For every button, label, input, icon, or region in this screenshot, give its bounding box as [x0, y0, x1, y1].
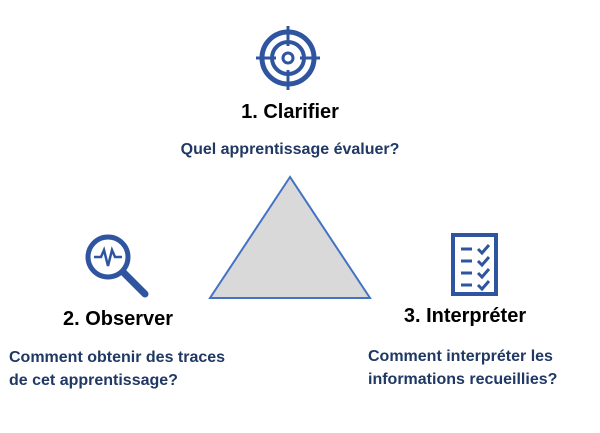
triangle — [208, 175, 372, 299]
step-1-title: 1. Clarifier — [241, 101, 339, 123]
step-2-title: 2. Observer — [62, 308, 174, 330]
step-3-question-line-1: Comment interpréter les — [368, 348, 553, 365]
step-3-title: 3. Interpréter — [403, 305, 527, 327]
checklist-icon — [451, 233, 498, 296]
step-2-question-line-1: Comment obtenir des traces — [9, 349, 226, 366]
target-icon — [256, 26, 320, 90]
step-2-question-line-2: de cet apprentissage? — [9, 372, 178, 389]
magnifier-pulse-icon — [85, 234, 149, 298]
step-3-question-line-2: informations recueillies? — [368, 371, 558, 388]
step-1-question: Quel apprentissage évaluer? — [180, 141, 400, 158]
